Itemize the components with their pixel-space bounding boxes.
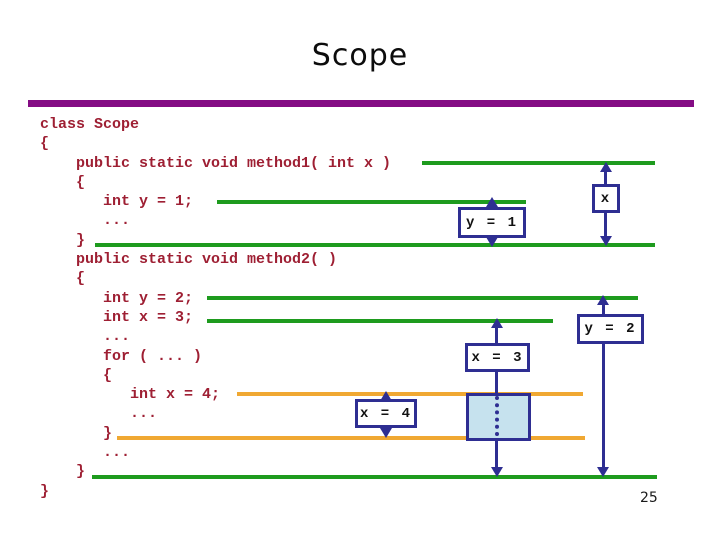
var-box-label: x (600, 190, 612, 207)
y2-scope-arrow-bottom-segment (602, 344, 605, 468)
code-line: class Scope (40, 116, 140, 133)
code-line: public static void method2( ) (40, 251, 338, 269)
method2-scope-end-line (92, 475, 657, 479)
code-line: } (40, 482, 50, 500)
x3-scope-arrow-up-head (491, 318, 503, 328)
var-box-label: x = 3 (471, 349, 524, 366)
var-box-label: x = 4 (359, 405, 412, 422)
var-box-y1: y = 1 (458, 207, 526, 238)
x-scope-arrow-bottom-segment (604, 213, 607, 237)
y1-scope-arrow-up-head (486, 197, 498, 207)
x3-scope-start-line (207, 319, 553, 323)
method1-scope-start-line (422, 161, 655, 165)
y2-scope-arrow-top-segment (602, 304, 605, 314)
code-line: } (40, 231, 86, 249)
var-box-x3: x = 3 (465, 343, 530, 372)
x3-scope-arrow-down-head (491, 467, 503, 477)
code-line: } (40, 463, 86, 481)
method1-scope-end-line (95, 243, 655, 247)
code-line: for ( ... ) (40, 347, 203, 365)
y1-scope-start-line (217, 200, 526, 204)
page-number: 25 (640, 490, 658, 506)
var-box-x4: x = 4 (355, 399, 417, 428)
code-line: ... (40, 405, 158, 423)
x-scope-arrow-down-head (600, 236, 612, 246)
code-line: int y = 1; (40, 193, 194, 211)
x-scope-arrow-top-segment (604, 171, 607, 184)
code-line: ... (40, 212, 131, 230)
code-line: { (40, 135, 50, 153)
x3-scope-arrow-mid-segment (495, 372, 498, 393)
code-block: class Scope { public static void method1(… (40, 115, 391, 501)
code-line: ... (40, 328, 131, 346)
x4-scope-arrow-down-head (380, 428, 392, 438)
var-box-y2: y = 2 (577, 314, 644, 344)
y2-scope-arrow-down-head (597, 467, 609, 477)
var-box-label: y = 2 (584, 321, 637, 337)
x-scope-arrow-up-head (600, 162, 612, 172)
x3-scope-arrow-top-segment (495, 327, 498, 343)
x3-scope-hidden-dotted-segment (495, 396, 499, 436)
for-scope-end-line (117, 436, 585, 440)
code-line: ... (40, 444, 131, 462)
x4-scope-start-line (237, 392, 583, 396)
code-line: } (40, 424, 113, 442)
code-line: int x = 4; (40, 386, 221, 404)
page-title: Scope (311, 38, 409, 73)
x3-scope-arrow-bottom-segment (495, 441, 498, 468)
title-divider-bar (28, 100, 694, 107)
x4-scope-arrow-up-head (380, 391, 392, 401)
code-line: { (40, 173, 86, 191)
code-line: { (40, 270, 86, 288)
var-box-x: x (592, 184, 620, 213)
y1-scope-arrow-down-head (486, 237, 498, 247)
code-line: int x = 3; (40, 308, 194, 326)
y2-scope-arrow-up-head (597, 295, 609, 305)
var-box-label: y = 1 (465, 214, 518, 231)
code-line: int y = 2; (40, 289, 194, 307)
code-line: { (40, 366, 113, 384)
code-line: public static void method1( int x ) (40, 154, 392, 172)
y2-scope-start-line (207, 296, 638, 300)
